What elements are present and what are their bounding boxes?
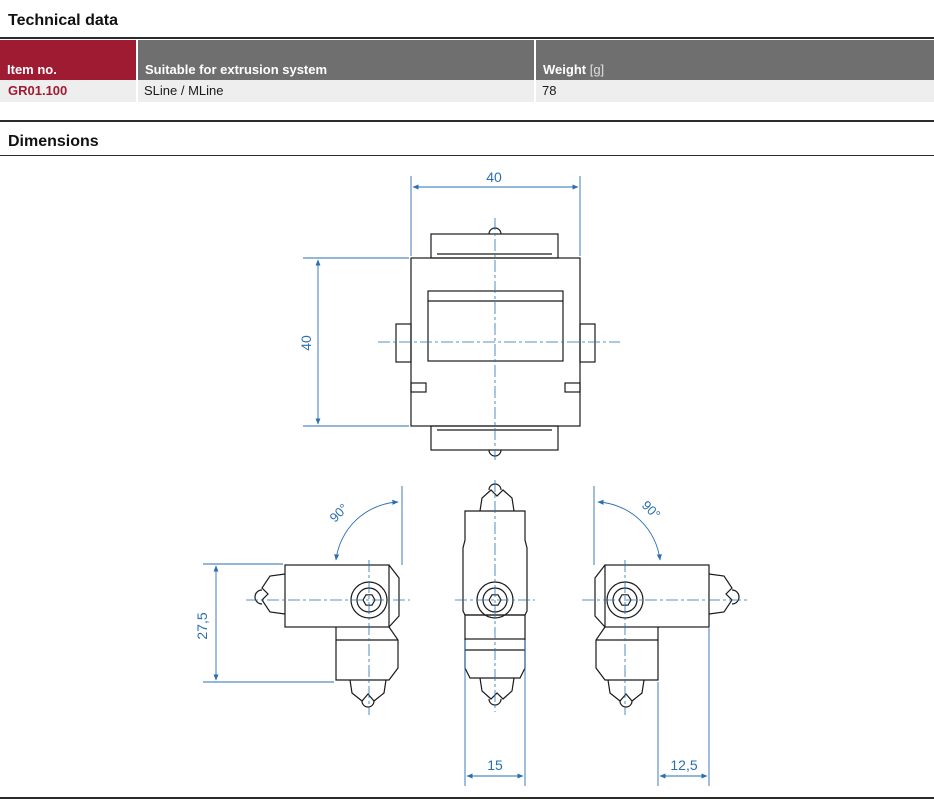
top-view-centerlines bbox=[378, 218, 620, 460]
center-width-label: 15 bbox=[487, 757, 503, 773]
cell-divider bbox=[136, 80, 138, 102]
left-angle-label: 90° bbox=[327, 501, 352, 526]
right-angle-label: 90° bbox=[639, 498, 664, 523]
cell-divider bbox=[534, 80, 536, 102]
table-row: GR01.100 SLine / MLine 78 bbox=[0, 80, 934, 102]
right-view bbox=[594, 564, 740, 708]
column-suitable: Suitable for extrusion system bbox=[145, 62, 328, 77]
dimensions-rule-top bbox=[0, 120, 934, 122]
column-weight: Weight [g] bbox=[543, 62, 605, 77]
item-number-cell: GR01.100 bbox=[8, 83, 68, 98]
right-width-label: 12,5 bbox=[670, 757, 697, 773]
column-divider bbox=[534, 40, 536, 80]
suitable-cell: SLine / MLine bbox=[144, 83, 224, 98]
center-view-dimensions bbox=[464, 640, 526, 786]
dimension-drawing: 40 40 27,5 90° bbox=[194, 169, 748, 786]
column-item-no: Item no. bbox=[0, 40, 136, 80]
center-view-centerlines bbox=[455, 480, 535, 712]
technical-data-rule bbox=[0, 37, 934, 39]
dimensions-rule-bottom bbox=[0, 155, 934, 156]
right-view-dimensions bbox=[593, 486, 710, 786]
left-view-dimensions bbox=[203, 486, 403, 683]
weight-cell: 78 bbox=[542, 83, 557, 98]
footer-rule bbox=[0, 797, 934, 799]
technical-data-title: Technical data bbox=[8, 12, 118, 29]
dimensions-title: Dimensions bbox=[8, 133, 99, 150]
left-view bbox=[254, 564, 400, 708]
table-header: Item no. Suitable for extrusion system W… bbox=[0, 40, 934, 80]
top-view bbox=[395, 227, 596, 457]
left-height-label: 27,5 bbox=[194, 612, 210, 639]
top-view-dimensions bbox=[303, 176, 581, 427]
weight-unit: [g] bbox=[589, 62, 605, 77]
left-view-centerlines bbox=[246, 560, 410, 715]
top-width-label: 40 bbox=[486, 169, 502, 185]
column-divider bbox=[136, 40, 138, 80]
right-view-centerlines bbox=[582, 560, 748, 715]
top-height-label: 40 bbox=[298, 335, 314, 351]
